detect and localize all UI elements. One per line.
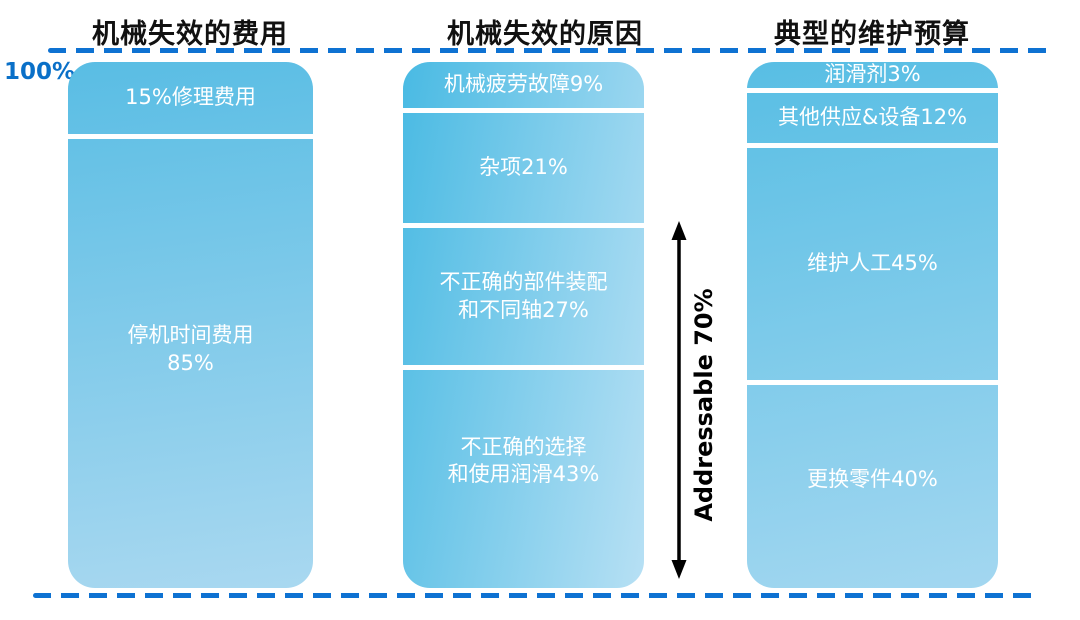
segment-divider (747, 380, 998, 385)
segment-repair-cost: 15%修理费用 (125, 85, 256, 110)
segment-divider (68, 134, 313, 139)
segment-incorrect-assembly: 不正确的部件装配 和不同轴27% (439, 270, 608, 322)
column-title-failure-cost: 机械失效的费用 (92, 19, 288, 50)
axis-100-percent-label: 100% (4, 59, 76, 85)
stacked-bar-maintenance-budget: 润滑剂3% 其他供应&设备12% 维护人工45% 更换零件40% (747, 62, 998, 588)
segment-divider (403, 365, 644, 370)
segment-divider (403, 223, 644, 228)
segment-divider (403, 108, 644, 113)
column-title-failure-causes: 机械失效的原因 (447, 19, 643, 50)
segment-incorrect-lubrication: 不正确的选择 和使用润滑43% (447, 434, 600, 486)
column-title-maintenance-budget: 典型的维护预算 (774, 19, 970, 50)
segment-fatigue-failure: 机械疲劳故障9% (443, 72, 604, 97)
segment-downtime-cost: 停机时间费用 85% (127, 323, 254, 375)
segment-lubricant: 润滑剂3% (824, 62, 921, 87)
segment-divider (747, 88, 998, 93)
addressable-70-label: Addressable 70% (690, 288, 718, 522)
segment-replacement-parts: 更换零件40% (807, 466, 938, 491)
addressable-range-arrow (671, 221, 687, 579)
stacked-bar-failure-cost: 15%修理费用 停机时间费用 85% (68, 62, 313, 588)
segment-divider (747, 143, 998, 148)
segment-miscellaneous: 杂项21% (479, 155, 568, 180)
stacked-bar-failure-causes: 机械疲劳故障9% 杂项21% 不正确的部件装配 和不同轴27% 不正确的选择 和… (403, 62, 644, 588)
top-dashed-rail (48, 48, 1048, 53)
segment-maintenance-labor: 维护人工45% (807, 251, 938, 276)
segment-other-supplies: 其他供应&设备12% (777, 105, 968, 130)
bottom-dashed-rail (33, 593, 1033, 598)
